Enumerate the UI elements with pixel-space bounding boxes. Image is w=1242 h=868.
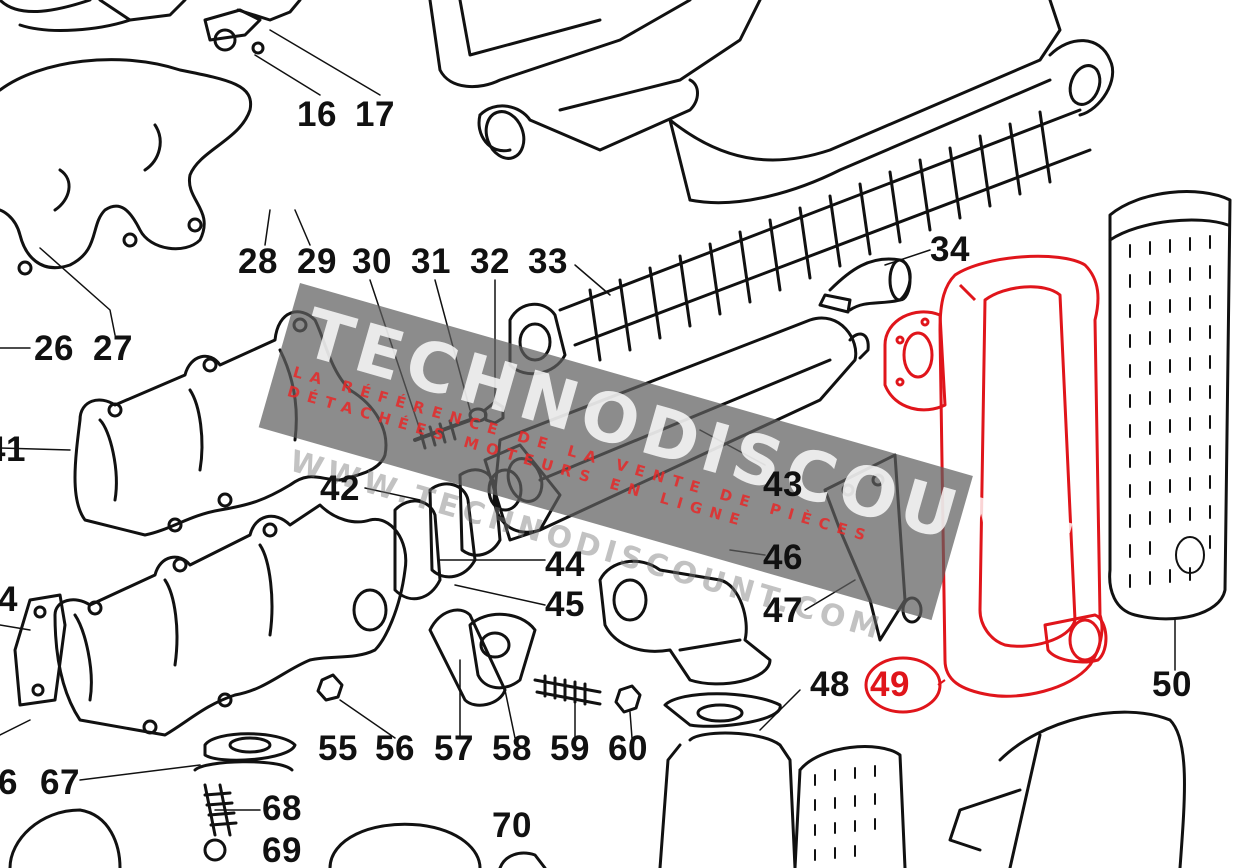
stud-washer-nut [413,400,505,450]
callout-47: 47 [763,591,803,630]
callout-48: 48 [810,665,850,704]
callout-44: 44 [545,545,585,584]
lower-left-covers [8,808,547,868]
callout-26: 26 [34,329,74,368]
lower-shield-perforations [814,765,876,861]
callout-4: 4 [0,580,18,619]
elbow-pipe [818,257,912,314]
callout-6: 6 [0,763,18,802]
callout-69: 69 [262,831,302,868]
callout-56: 56 [375,729,415,768]
callout-43: 43 [763,465,803,504]
callout-34: 34 [930,230,970,269]
top-left-flange-fittings [0,0,302,55]
leader-lines [0,29,1176,811]
callout-59: 59 [550,729,590,768]
highlighted-part-49 [864,254,1108,714]
callout-28: 28 [238,242,278,281]
muffler [483,316,870,542]
callout-70: 70 [492,806,532,845]
top-exhaust-manifold [0,58,253,276]
callout-30: 30 [352,242,392,281]
callout-67: 67 [40,763,80,802]
muffler-bracket [823,453,923,642]
part-49-callout-circle [864,656,942,714]
callout-58: 58 [492,729,532,768]
callout-31: 31 [411,242,451,281]
callout-55: 55 [318,729,358,768]
callout-17: 17 [355,95,395,134]
shield-perforations [1129,235,1211,588]
lower-exhaust-manifold [53,503,408,737]
callout-16: 16 [297,95,337,134]
lower-catalyst-pipe [658,692,1186,868]
callout-32: 32 [470,242,510,281]
callout-60: 60 [608,729,648,768]
callout-45: 45 [545,585,585,624]
manifold-gasket-left [13,593,67,707]
callout-33: 33 [528,242,568,281]
flange-gaskets [393,468,523,601]
callout-27: 27 [93,329,133,368]
callout-49-highlighted: 49 [870,665,910,704]
outlet-bend [598,559,772,686]
upper-heat-shield [428,0,1115,205]
callout-42: 42 [320,469,360,508]
callout-46: 46 [763,538,803,577]
callout-68: 68 [262,789,302,828]
perforated-heat-shield [1108,190,1232,621]
callout-41: 41 [0,430,26,469]
callout-29: 29 [297,242,337,281]
callout-50: 50 [1152,665,1192,704]
callout-57: 57 [434,729,474,768]
